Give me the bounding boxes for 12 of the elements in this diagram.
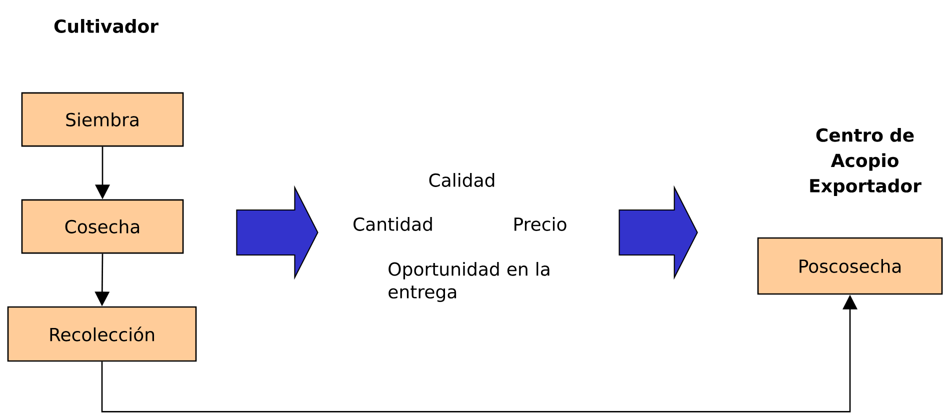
process-box: Poscosecha xyxy=(757,237,943,295)
heading: Centro de Acopio Exportador xyxy=(810,128,922,196)
text-label: Calidad xyxy=(429,173,494,187)
text-label: Oportunidad en la entrega xyxy=(388,262,550,302)
process-box: Recolección xyxy=(7,306,197,362)
heading: Cultivador xyxy=(54,19,158,33)
process-box: Cosecha xyxy=(21,199,184,254)
block-arrow xyxy=(618,185,698,280)
process-box: Siembra xyxy=(21,92,184,147)
text-label: Precio xyxy=(514,217,566,231)
block-arrow xyxy=(236,185,318,280)
text-label: Cantidad xyxy=(354,217,432,231)
